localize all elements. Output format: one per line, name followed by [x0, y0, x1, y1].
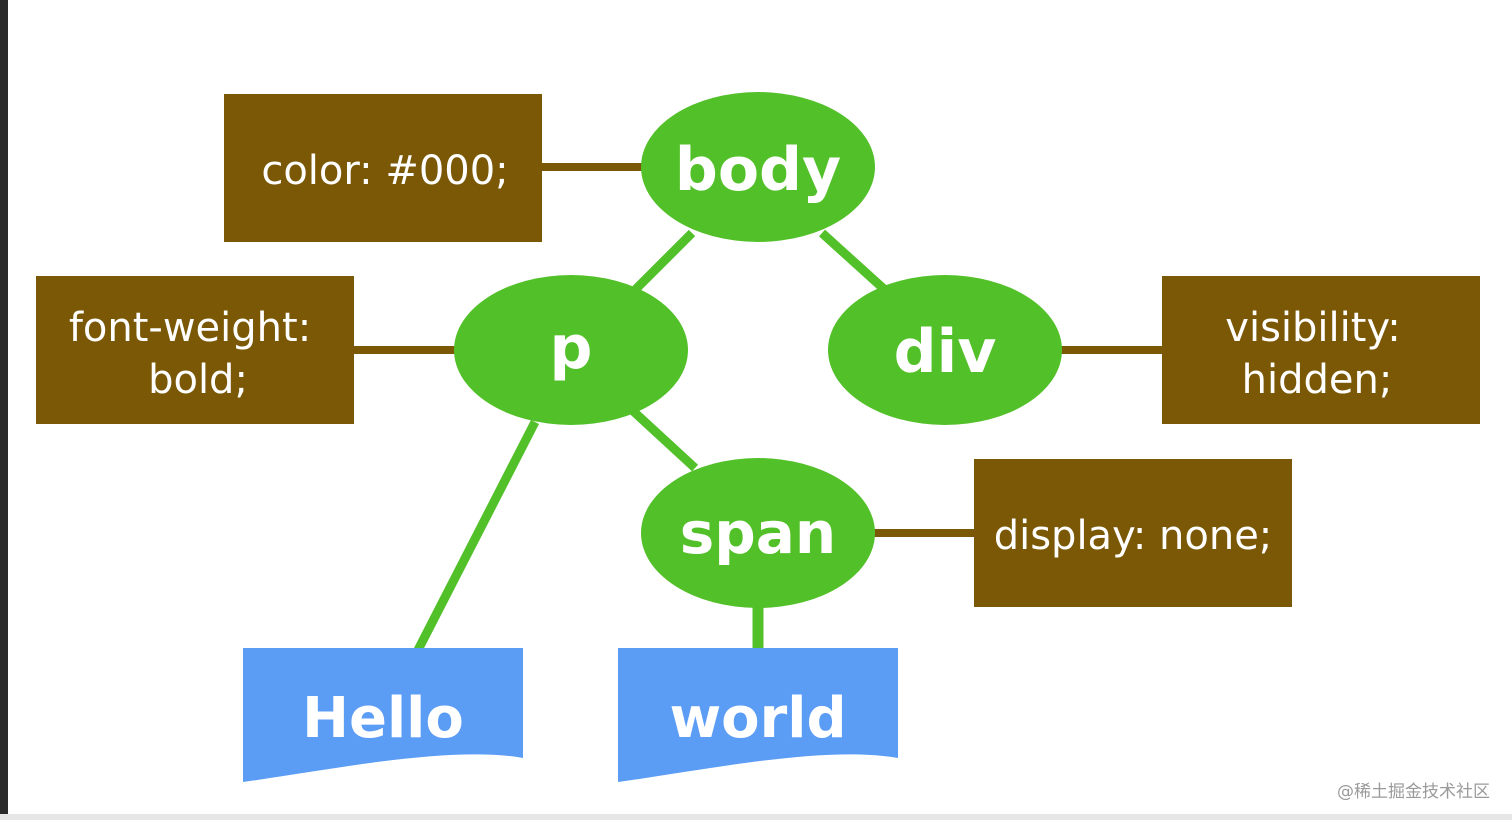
- node-div: div: [828, 275, 1062, 425]
- node-span-label: span: [680, 499, 836, 567]
- watermark: @稀土掘金技术社区: [1337, 782, 1490, 802]
- bottom-frame-border: [0, 814, 1512, 820]
- style-box-div: visibility: hidden;: [1162, 276, 1480, 424]
- text-node-hello: Hello: [243, 648, 523, 782]
- node-body: body: [641, 92, 875, 242]
- style-div-line-2: hidden;: [1242, 357, 1393, 403]
- text-node-world-label: world: [669, 686, 846, 751]
- node-p-label: p: [550, 313, 593, 383]
- edge-body-div: [818, 229, 889, 294]
- style-box-body: color: #000;: [224, 94, 542, 242]
- node-div-label: div: [894, 317, 997, 387]
- node-body-label: body: [675, 135, 841, 205]
- text-node-world: world: [618, 648, 898, 782]
- style-span-line-1: display: none;: [994, 513, 1273, 559]
- style-box-p: font-weight: bold;: [36, 276, 354, 424]
- edge-p-hello: [413, 419, 540, 653]
- style-body-line-1: color: #000;: [261, 148, 508, 194]
- node-p: p: [454, 275, 688, 425]
- text-node-hello-label: Hello: [302, 686, 464, 751]
- edge-body-p: [631, 229, 696, 294]
- style-p-line-1: font-weight:: [69, 305, 311, 351]
- style-div-line-1: visibility:: [1225, 305, 1400, 351]
- style-p-line-2: bold;: [148, 357, 248, 403]
- style-box-span: display: none;: [974, 459, 1292, 607]
- node-span: span: [641, 458, 875, 608]
- left-frame-border: [0, 0, 8, 820]
- edge-p-span: [628, 406, 699, 472]
